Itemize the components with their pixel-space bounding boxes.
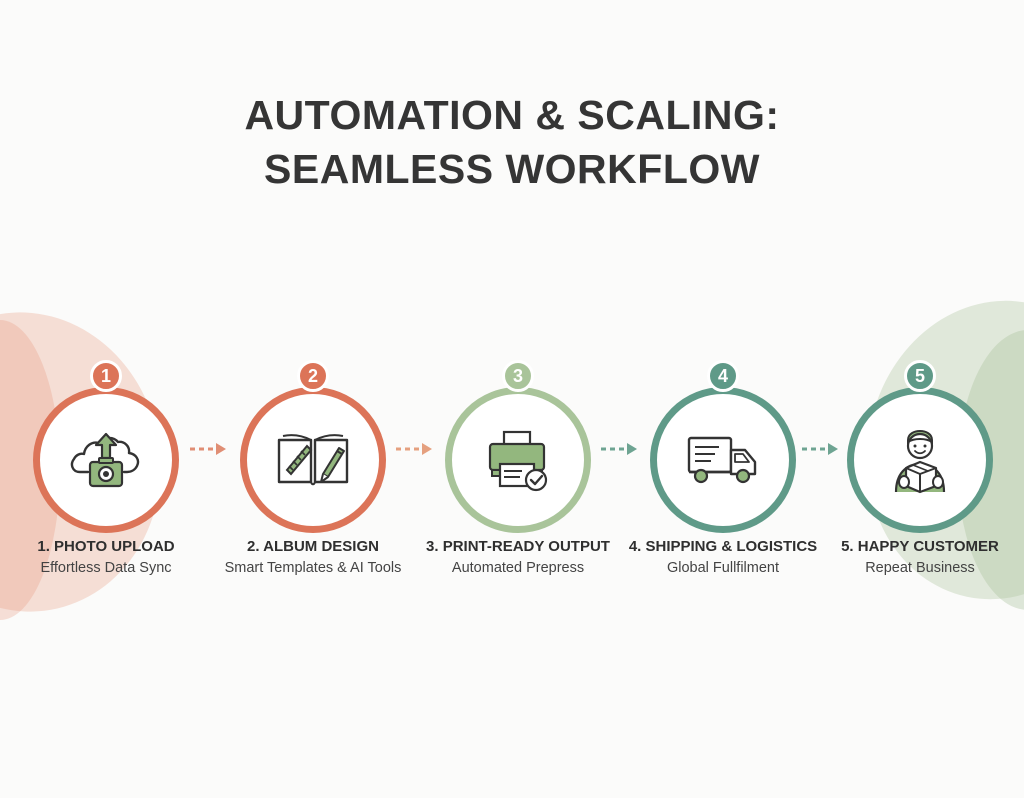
step-happy-customer: 5 5. HAPPY CUSTOMER Repeat Business (820, 360, 1020, 590)
title-line-1: AUTOMATION & SCALING: (244, 92, 780, 138)
step-number-badge: 5 (904, 360, 936, 392)
step-label: 5. HAPPY CUSTOMER (841, 538, 999, 555)
step-shipping-logistics: 4 4. SHIPPING & LOGISTICS Global Fullfil… (623, 360, 823, 590)
step-label: 3. PRINT-READY OUTPUT (426, 538, 610, 555)
step-ring (445, 387, 591, 533)
step-subtitle: Global Fullfilment (666, 560, 779, 576)
step-number-badge: 3 (502, 360, 534, 392)
title-line-2: SEAMLESS WORKFLOW (264, 146, 760, 192)
step-label: 2. ALBUM DESIGN (247, 538, 379, 555)
step-subtitle: Automated Prepress (451, 560, 585, 576)
step-number-badge: 4 (707, 360, 739, 392)
step-photo-upload: 1 1. PHOTO UPLOAD Effortless Data Sync (6, 360, 206, 590)
step-album-design: 2 2. ALBUM DESIGN Smart Templates & AI T… (213, 360, 413, 590)
customer-package-icon (894, 430, 946, 494)
printer-check-icon (488, 430, 548, 492)
step-ring (847, 387, 993, 533)
step-label: 1. PHOTO UPLOAD (37, 538, 175, 555)
step-number-badge: 2 (297, 360, 329, 392)
flow-arrow-1-to-2 (190, 443, 226, 455)
flow-arrow-4-to-5 (802, 443, 838, 455)
step-number-badge: 1 (90, 360, 122, 392)
album-pencil-icon (277, 434, 349, 486)
step-subtitle: Smart Templates & AI Tools (224, 560, 402, 576)
step-print-ready-output: 3 3. PRINT-READY OUTPUT Automated Prepre… (418, 360, 618, 590)
step-subtitle: Effortless Data Sync (40, 560, 172, 576)
flow-arrow-2-to-3 (396, 443, 432, 455)
step-label: 4. SHIPPING & LOGISTICS (628, 538, 818, 555)
cloud-upload-camera-icon (70, 432, 140, 488)
page-title: AUTOMATION & SCALING: SEAMLESS WORKFLOW (0, 88, 1024, 196)
flow-arrow-3-to-4 (601, 443, 637, 455)
step-ring (33, 387, 179, 533)
delivery-truck-icon (687, 436, 757, 484)
step-subtitle: Repeat Business (865, 560, 975, 576)
